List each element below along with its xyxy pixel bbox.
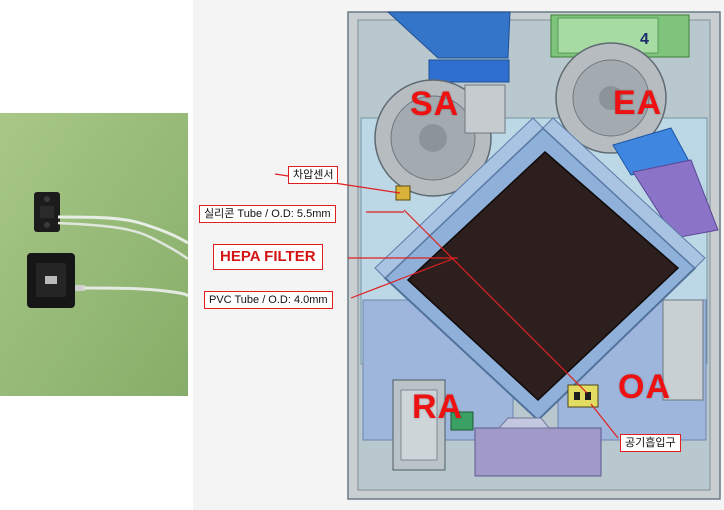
air-inlet-mount bbox=[567, 384, 599, 408]
silicone-tube-lower bbox=[57, 221, 188, 261]
ea-fan bbox=[550, 14, 719, 239]
inlet-pointer-line bbox=[590, 403, 619, 439]
small-pressure-sensor bbox=[34, 192, 60, 232]
silicone-tube-upper bbox=[57, 215, 188, 245]
large-pressure-sensor bbox=[27, 253, 85, 308]
callout-pressure-sensor: 차압센서 bbox=[288, 166, 339, 184]
pressure-sensor-mount bbox=[395, 185, 411, 201]
zone-label-ea: EA bbox=[613, 84, 663, 122]
ra-filter-cartridge bbox=[392, 379, 474, 471]
zone-label-oa: OA bbox=[618, 368, 671, 406]
callout-air-inlet: 공기흡입구 bbox=[620, 434, 681, 452]
sa-fan bbox=[374, 11, 511, 197]
pvc-tube bbox=[83, 286, 188, 298]
zone-label-ra: RA bbox=[412, 388, 464, 426]
callout-silicone-tube: 실리콘 Tube / O.D: 5.5mm bbox=[199, 205, 336, 223]
silicone-diagonal-line bbox=[403, 209, 588, 394]
callout-pvc-tube: PVC Tube / O.D: 4.0mm bbox=[204, 291, 333, 309]
zone-label-sa: SA bbox=[410, 85, 460, 123]
bottom-duct bbox=[474, 427, 602, 477]
ventilation-unit-diagram bbox=[193, 0, 724, 510]
hepa-filter-core bbox=[406, 150, 680, 402]
sensor-photo bbox=[0, 113, 188, 396]
lcd-digit: 4 bbox=[640, 31, 649, 48]
pvc-pointer-line bbox=[350, 257, 456, 299]
callout-hepa-filter: HEPA FILTER bbox=[213, 244, 323, 270]
